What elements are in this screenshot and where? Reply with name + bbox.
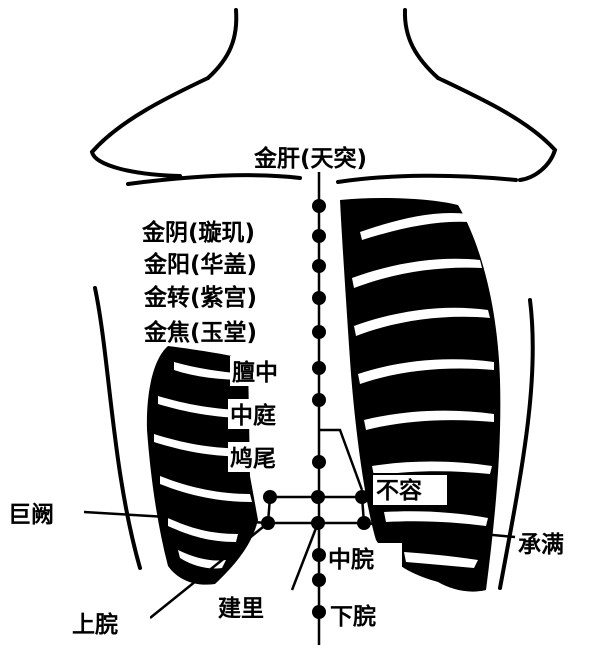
label-jinzhuan: 金转(紫宫) bbox=[143, 284, 257, 311]
label-chengman: 承满 bbox=[518, 532, 564, 558]
point-dot-jiuwei bbox=[312, 455, 326, 469]
label-zhongwan: 中脘 bbox=[328, 546, 374, 573]
label-jingan: 金肝(天突) bbox=[253, 145, 367, 172]
point-dot-jianli bbox=[312, 573, 326, 587]
shoulder-right-line bbox=[438, 78, 555, 180]
label-zhongting: 中庭 bbox=[230, 402, 276, 429]
point-dot-xiawan bbox=[312, 605, 326, 619]
point-dot-burong-right bbox=[355, 490, 369, 504]
point-dot-burong-left bbox=[263, 490, 277, 504]
point-dot-zhongting bbox=[312, 393, 326, 407]
label-jianli: 建里 bbox=[218, 596, 264, 622]
point-dot-huagai bbox=[312, 259, 326, 273]
label-xiawan: 下脘 bbox=[330, 603, 376, 630]
torso-left-line bbox=[95, 288, 140, 568]
collarbone-right bbox=[338, 176, 516, 182]
neck-right-line bbox=[405, 10, 438, 78]
point-dot-yutang bbox=[312, 325, 326, 339]
point-dot-chengman-left bbox=[261, 516, 275, 530]
label-danzhong: 膻中 bbox=[231, 360, 278, 386]
point-dot-zigong bbox=[312, 291, 326, 305]
label-burong: 不容 bbox=[376, 477, 422, 504]
point-dot-xuanji bbox=[312, 229, 326, 243]
label-juque: 巨阙 bbox=[8, 502, 54, 528]
label-jiuwei: 鸠尾 bbox=[230, 445, 276, 472]
label-jinyang: 金阳(华盖) bbox=[143, 251, 257, 278]
point-dot-center-upper bbox=[311, 490, 325, 504]
label-jinjiao: 金焦(玉堂) bbox=[143, 319, 257, 346]
label-shangwan: 上脘 bbox=[72, 611, 118, 638]
point-dot-zhongwan bbox=[312, 548, 326, 562]
point-dot-tiantu bbox=[312, 199, 326, 213]
point-dot-center-lower bbox=[311, 516, 325, 530]
label-jinyin: 金阴(璇玑) bbox=[141, 219, 255, 246]
shoulder-left-line bbox=[92, 78, 208, 176]
point-dot-danzhong bbox=[312, 361, 326, 375]
neck-left-line bbox=[208, 10, 236, 78]
point-dot-chengman-right bbox=[357, 516, 371, 530]
